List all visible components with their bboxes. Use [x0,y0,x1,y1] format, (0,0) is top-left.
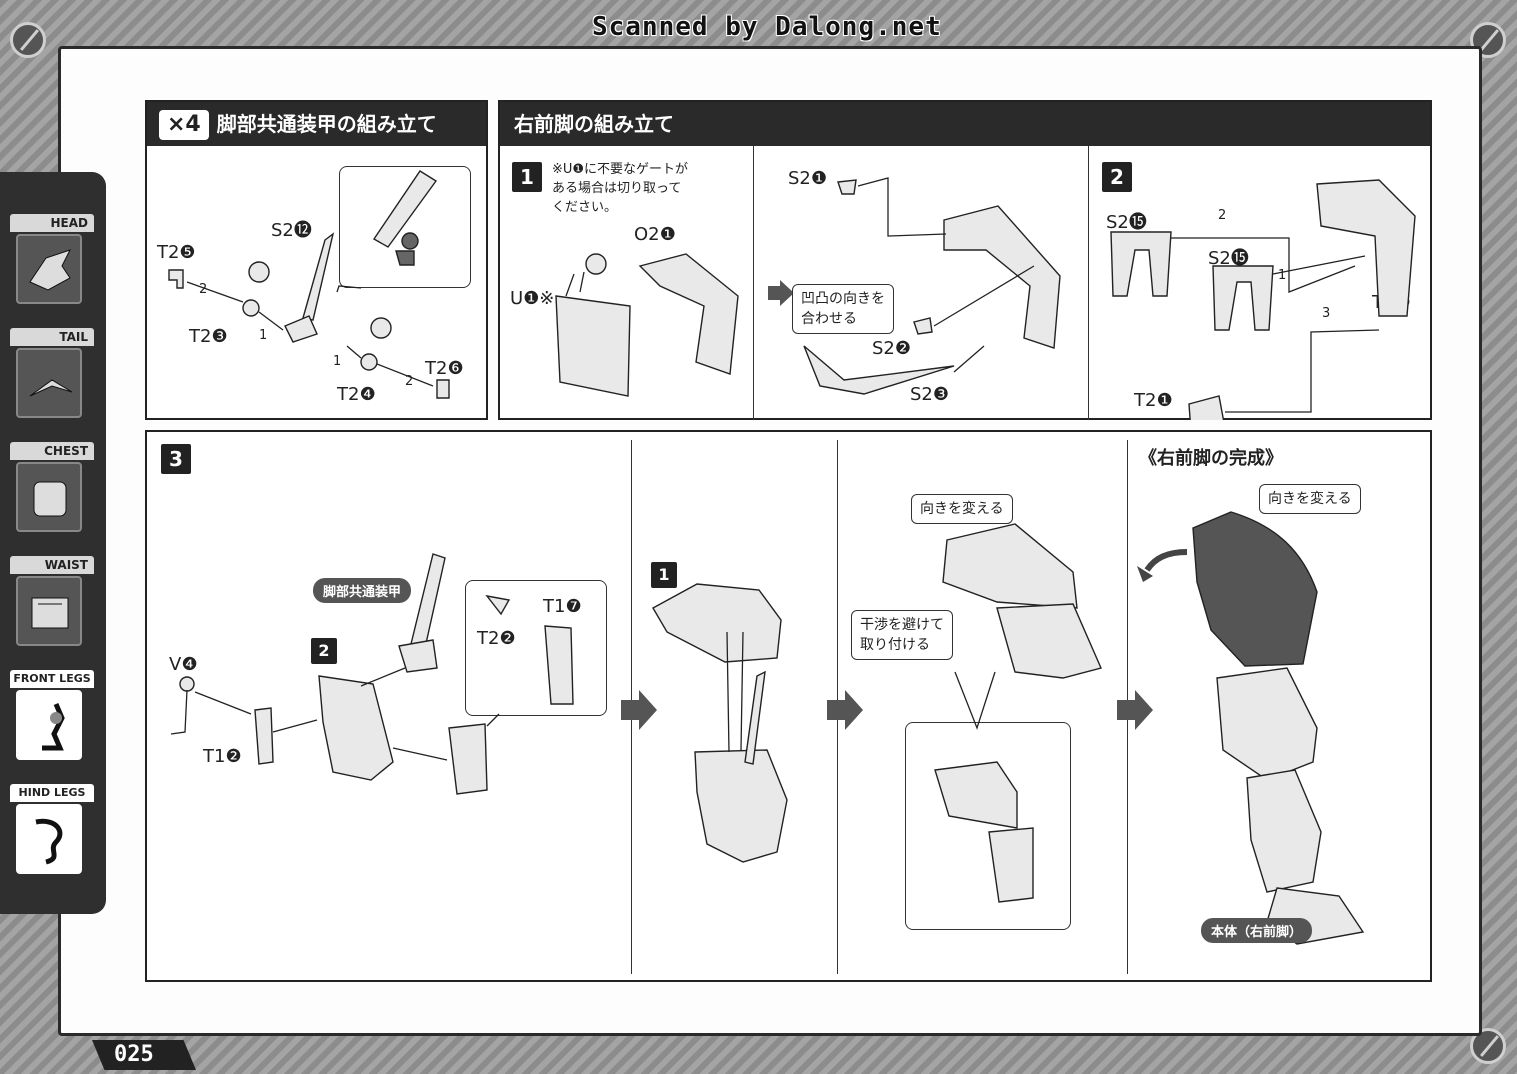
interference-detail-illustration [934,523,1102,903]
corner-bolt-icon [1470,1028,1506,1064]
tab-label: WAIST [10,556,94,574]
tab-label: TAIL [10,328,94,346]
step-number: 2 [1102,162,1132,192]
part-label: U❶※ [510,288,555,309]
tab-waist[interactable]: WAIST [10,556,94,656]
next-arrow-icon [621,690,657,730]
part-label: S2❶ [788,168,828,189]
part-label: T2❹ [337,384,376,405]
hind-legs-thumbnail-icon [16,804,82,874]
part-label: T2❷ [477,628,516,649]
tab-hind-legs[interactable]: HIND LEGS [10,784,94,884]
front-legs-thumbnail-icon [16,690,82,760]
part-label: T2❺ [157,242,196,263]
detail-zoom-box [339,166,471,288]
next-arrow-icon [1117,690,1153,730]
step2-illustration [1110,179,1416,420]
turn-callout: 向きを変える [1259,484,1361,514]
order-badge: 1 [1278,268,1287,283]
detail-zoom-box [465,580,607,716]
page-number: 025 [92,1040,196,1070]
part-label: S2⓬ [271,220,312,241]
completion-title: 《右前脚の完成》 [1139,448,1283,469]
order-badge: 1 [259,328,268,343]
panel-header: 右前脚の組み立て [500,102,1430,146]
tab-label: CHEST [10,442,94,460]
turn-callout: 向きを変える [911,494,1013,524]
tab-label: FRONT LEGS [10,670,94,688]
tab-label: HIND LEGS [10,784,94,802]
next-arrow-icon [827,690,863,730]
order-badge: 2 [405,374,414,389]
tab-front-legs[interactable]: FRONT LEGS [10,670,94,770]
part-label: S2⓯ [1106,212,1147,233]
panel-step3: 3 脚部共通装甲 V❹ T1❷ 2 T1❼ T2❷ 1 向きを変える 干渉を避け… [145,430,1432,982]
watermark: Scanned by Dalong.net [592,12,942,42]
sub-step-badge: 2 [311,638,337,664]
order-badge: 3 [1322,306,1331,321]
completed-right-front-leg-illustration [1137,511,1365,945]
corner-bolt-icon [10,22,46,58]
part-label: S2❸ [910,384,950,405]
part-label: T1❼ [543,596,582,617]
part-label: T2❸ [189,326,228,347]
part-label: T1❷ [203,746,242,767]
tail-thumbnail-icon [16,348,82,418]
part-label: S2⓯ [1208,248,1249,269]
section-tab-strip: HEAD TAIL CHEST WAIST FRONT LEGS HIND LE… [0,172,106,914]
part-label: T2❻ [425,358,464,379]
part-label: T2❶ [1134,390,1173,411]
tab-tail[interactable]: TAIL [10,328,94,428]
tab-chest[interactable]: CHEST [10,442,94,542]
chest-thumbnail-icon [16,462,82,532]
panel-right-front-leg: 右前脚の組み立て 1 ※U❶に不要なゲートが ある場合は切り取って ください。 … [498,100,1432,420]
panel-title: 脚部共通装甲の組み立て [216,112,437,136]
alignment-callout: 凹凸の向きを 合わせる [792,284,894,334]
avoid-interference-callout: 干渉を避けて 取り付ける [851,610,953,660]
joint-detail-illustration [372,170,438,266]
gate-note: ※U❶に不要なゲートが ある場合は切り取って ください。 [552,162,689,215]
head-thumbnail-icon [16,234,82,304]
detail-zoom-box [905,722,1071,930]
part-label: V❹ [169,654,198,675]
multiplier-badge: ×4 [159,110,209,140]
next-arrow-icon [768,280,794,306]
step1b-illustration [803,177,1061,395]
step-number: 1 [512,162,542,192]
step-number: 3 [161,444,191,474]
part-label: S2❷ [872,338,912,359]
order-badge: 1 [333,354,342,369]
order-badge: 2 [199,282,208,297]
leg-armor-illustration [168,232,450,399]
sub-step-badge: 1 [651,562,677,588]
waist-thumbnail-icon [16,576,82,646]
body-right-front-leg-tag: 本体（右前脚） [1201,918,1313,943]
cover-attach-illustration [652,583,788,863]
tab-label: HEAD [10,214,94,232]
step3-assembly-illustration [170,553,574,795]
step1-illustration [555,253,739,397]
panel-title: 右前脚の組み立て [514,112,674,136]
part-label: O2❶ [634,224,676,245]
order-badge: 2 [1218,208,1227,223]
armor-tag: 脚部共通装甲 [313,578,412,603]
panel-header: ×4 脚部共通装甲の組み立て [147,102,486,146]
tab-head[interactable]: HEAD [10,214,94,314]
